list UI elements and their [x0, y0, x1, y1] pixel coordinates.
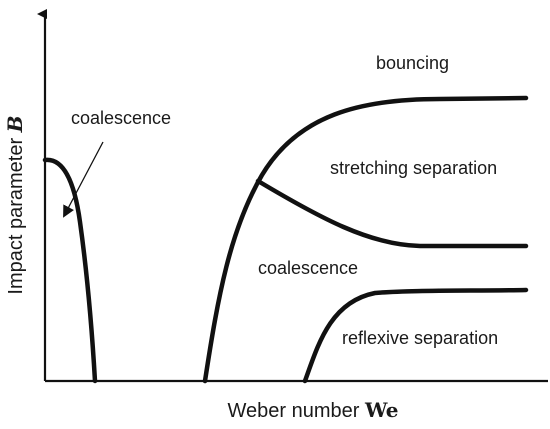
region-label-coalescence-left: coalescence	[71, 108, 171, 128]
left-coalescence-boundary	[42, 157, 98, 384]
y-axis-title: Impact parameter B	[3, 115, 27, 294]
bouncing-boundary	[202, 95, 529, 384]
region-label-bouncing: bouncing	[376, 53, 449, 73]
x-axis-symbol: We	[364, 398, 399, 422]
region-label-reflexive-separation: reflexive separation	[342, 328, 498, 348]
region-label-coalescence-center: coalescence	[258, 258, 358, 278]
y-axis-label-text: Impact parameter	[5, 132, 27, 294]
x-axis-label-text: Weber number	[227, 400, 364, 422]
reflexive-separation-boundary	[302, 287, 529, 384]
stretching-separation-boundary	[255, 178, 529, 249]
x-axis-title: Weber number We	[227, 398, 398, 422]
region-label-stretching-separation: stretching separation	[330, 158, 497, 178]
coalescence-pointer-arrow	[63, 141, 104, 218]
y-axis-symbol: B	[3, 115, 27, 133]
